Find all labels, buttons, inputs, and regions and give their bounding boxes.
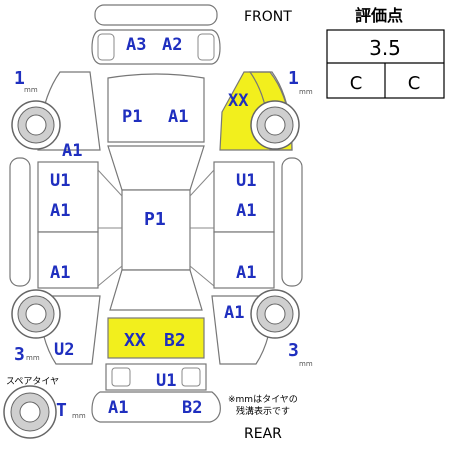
right-side-skirt: [281, 157, 303, 287]
code-front-right-fender: XX: [228, 91, 249, 111]
evaluation-score: 3.5: [369, 36, 401, 60]
code-right-rear-fender: A1: [224, 303, 244, 323]
evaluation-grid: [326, 29, 445, 99]
code-left-front-door-upper: U1: [50, 171, 70, 191]
trunk-panel: [107, 317, 205, 359]
rear-right-tire: [250, 289, 300, 339]
left-rear-door-panel: [37, 231, 99, 289]
code-left-rear-door: A1: [50, 263, 70, 283]
code-roof: P1: [144, 209, 166, 230]
code-right-front-door-lower: A1: [236, 201, 256, 221]
tire-front-right-depth: 1: [288, 68, 299, 89]
code-front-left-fender: A1: [62, 141, 82, 161]
rear-left-tire: [11, 289, 61, 339]
spare-tire: [3, 385, 57, 439]
spare-tire-label: スペアタイヤ: [6, 376, 59, 387]
evaluation-title: 評価点: [355, 6, 403, 25]
front-label: FRONT: [244, 9, 292, 25]
tire-front-left-unit: mm: [24, 86, 38, 94]
code-front-bumper-left: A3: [126, 35, 146, 55]
right-front-door-panel: [213, 161, 275, 233]
left-side-skirt: [9, 157, 31, 287]
hood-panel: [107, 73, 205, 143]
tire-rear-right-depth: 3: [288, 340, 299, 361]
front-bumper: [91, 29, 221, 65]
code-rear-panel: U1: [156, 371, 176, 391]
code-trunk-right: B2: [164, 330, 186, 351]
rear-window: [109, 269, 203, 311]
code-front-bumper-right: A2: [162, 35, 182, 55]
roof-panel: [121, 189, 191, 271]
left-front-door-panel: [37, 161, 99, 233]
exterior-grade: C: [408, 73, 421, 94]
code-hood-right: A1: [168, 107, 188, 127]
tire-spare-unit: mm: [72, 412, 86, 420]
tread-note-line2: 残溝表示です: [236, 405, 290, 417]
code-hood-left: P1: [122, 107, 142, 127]
right-rear-door-panel: [213, 231, 275, 289]
front-left-tire: [11, 100, 61, 150]
interior-grade: C: [350, 73, 363, 94]
rear-label: REAR: [244, 426, 282, 442]
tread-note-line1: ※mmはタイヤの: [228, 394, 298, 405]
windshield: [107, 145, 205, 191]
rear-bumper: [91, 391, 221, 423]
tire-front-right-unit: mm: [299, 88, 313, 96]
tire-spare-depth: T: [56, 400, 67, 421]
code-rear-bumper-right: B2: [182, 398, 202, 418]
code-left-rear-fender: U2: [54, 340, 74, 360]
code-trunk-left: XX: [124, 330, 146, 351]
code-rear-bumper-left: A1: [108, 398, 128, 418]
front-upper-panel: [94, 4, 218, 26]
tire-rear-right-unit: mm: [299, 360, 313, 368]
code-left-front-door-lower: A1: [50, 201, 70, 221]
front-right-tire: [250, 100, 300, 150]
tire-rear-left-unit: mm: [26, 354, 40, 362]
tire-rear-left-depth: 3: [14, 344, 25, 365]
tire-front-left-depth: 1: [14, 68, 25, 89]
code-right-rear-door: A1: [236, 263, 256, 283]
code-right-front-door-upper: U1: [236, 171, 256, 191]
